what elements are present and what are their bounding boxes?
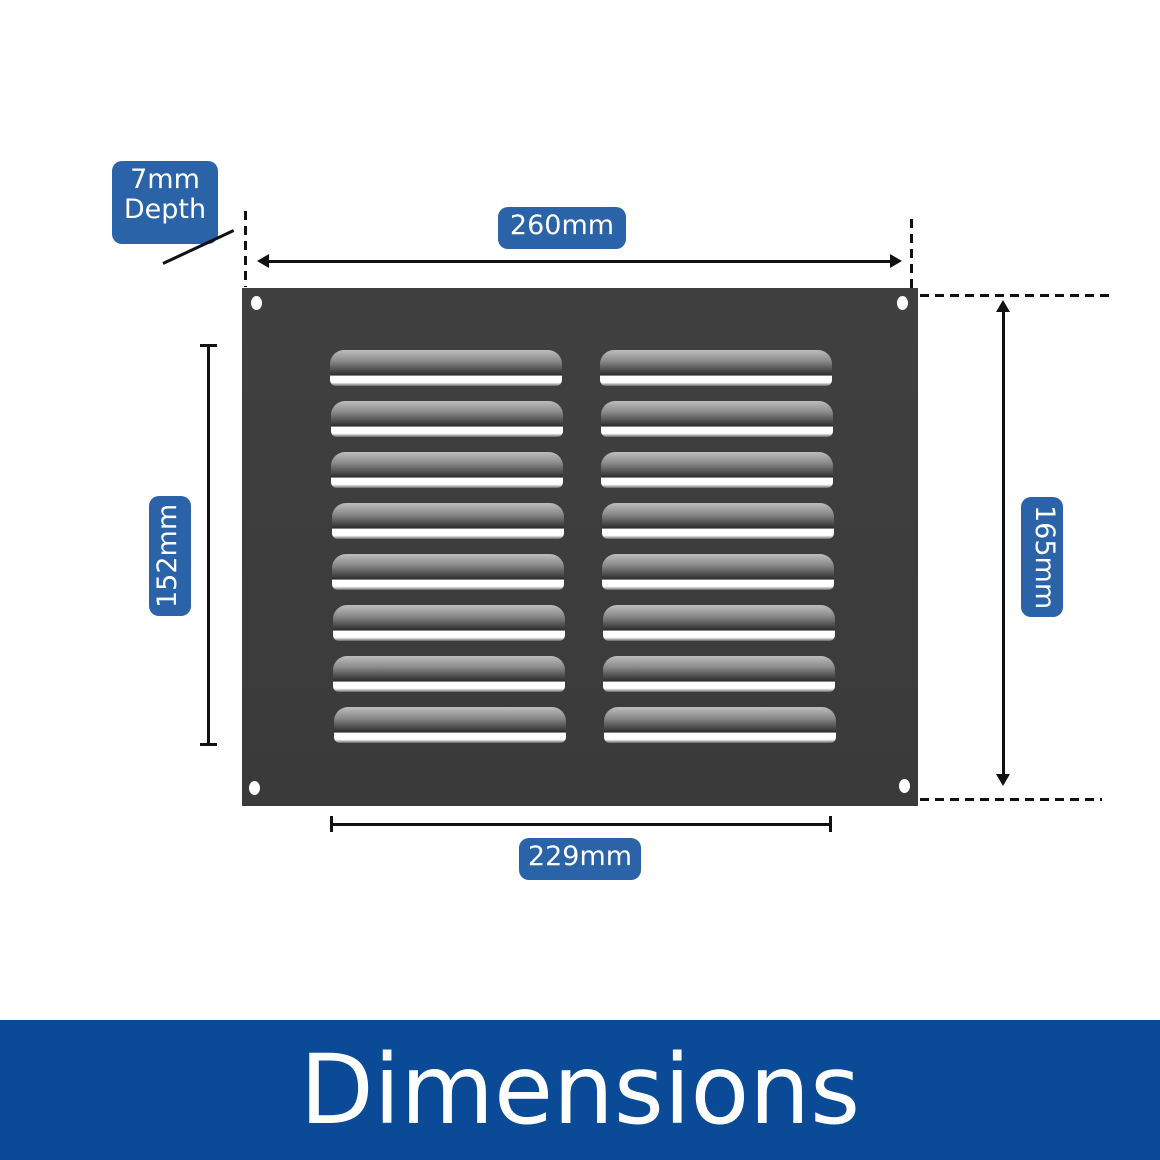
louvre-slot xyxy=(331,503,564,539)
louvre-slot xyxy=(601,503,834,539)
height-inner-dimension-line xyxy=(207,345,210,745)
louvre-slot xyxy=(331,452,563,488)
width-inner-dimension-line xyxy=(331,823,832,826)
louvre-slot xyxy=(332,554,564,590)
depth-value: 7mm xyxy=(130,164,200,195)
louvre-slot xyxy=(600,350,832,386)
louvre-slot xyxy=(602,554,834,590)
width-inner-label: 229mm xyxy=(519,838,641,880)
arrow-down-icon xyxy=(996,774,1010,786)
louvre-slot xyxy=(333,656,565,692)
height-inner-cap-bottom xyxy=(200,743,217,746)
screw-hole xyxy=(249,781,260,795)
screw-hole xyxy=(899,779,910,793)
width-inner-cap-left xyxy=(330,816,333,832)
louvre-slot xyxy=(333,707,566,743)
vent-plate xyxy=(242,288,918,806)
left-extension-line xyxy=(244,211,247,287)
screw-hole xyxy=(897,296,908,310)
screw-hole xyxy=(251,296,262,310)
louvre-slot xyxy=(602,605,835,641)
louvre-slot xyxy=(601,452,833,488)
bottom-extension-line xyxy=(920,798,1102,801)
width-outer-dimension-line xyxy=(262,260,896,263)
depth-word: Depth xyxy=(123,194,207,225)
width-outer-label: 260mm xyxy=(498,207,626,249)
louvre-slot xyxy=(603,707,836,743)
width-inner-cap-right xyxy=(829,816,832,832)
top-extension-line xyxy=(920,294,1110,297)
arrow-right-icon xyxy=(890,254,902,268)
height-outer-label: 165mm xyxy=(1021,497,1063,617)
louvre-slot xyxy=(600,401,833,437)
height-inner-cap-top xyxy=(200,344,217,347)
banner-title: Dimensions xyxy=(299,1034,861,1146)
height-inner-label: 152mm xyxy=(149,496,191,616)
arrow-up-icon xyxy=(996,300,1010,312)
right-extension-line xyxy=(910,219,913,289)
louvre-slot xyxy=(330,401,563,437)
arrow-left-icon xyxy=(257,254,269,268)
height-outer-dimension-line xyxy=(1002,306,1005,780)
louvre-slot xyxy=(603,656,835,692)
dimensions-banner: Dimensions xyxy=(0,1020,1160,1160)
depth-label: 7mm Depth xyxy=(112,161,218,244)
louvre-slot xyxy=(330,350,562,386)
louvre-slot xyxy=(332,605,565,641)
